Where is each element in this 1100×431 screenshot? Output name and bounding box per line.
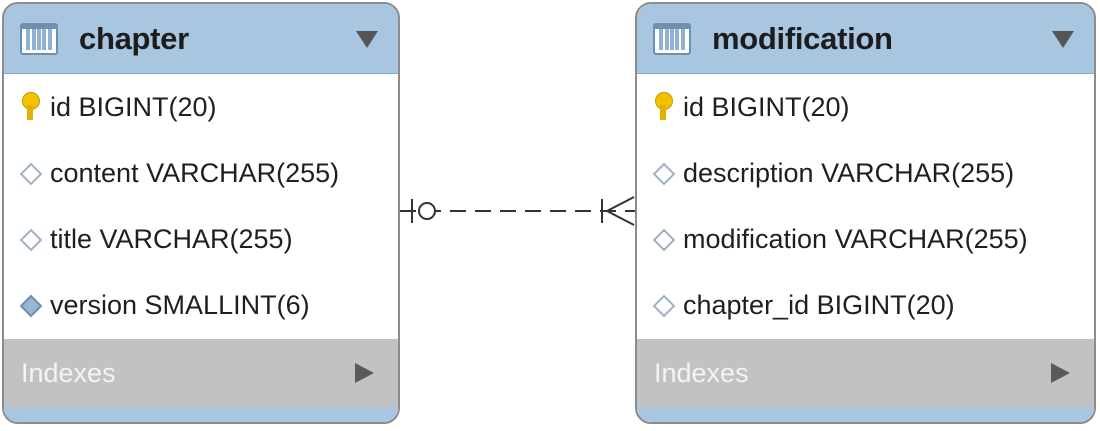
- expand-arrow-icon[interactable]: [1051, 363, 1070, 383]
- column-row[interactable]: chapter_id BIGINT(20): [637, 272, 1094, 338]
- column-label: chapter_id BIGINT(20): [683, 289, 955, 320]
- crows-foot-lower: [606, 210, 635, 226]
- column-label: title VARCHAR(255): [50, 223, 293, 254]
- column-row[interactable]: description VARCHAR(255): [637, 140, 1094, 206]
- table-footer: [4, 407, 398, 422]
- indexes-section[interactable]: Indexes: [637, 339, 1094, 407]
- table-icon: [20, 22, 58, 55]
- column-label: id BIGINT(20): [683, 91, 850, 122]
- column-row[interactable]: id BIGINT(20): [4, 74, 398, 140]
- table-title: modification: [712, 20, 893, 56]
- table-header[interactable]: chapter: [4, 4, 398, 74]
- table-title: chapter: [79, 20, 189, 56]
- column-label: id BIGINT(20): [50, 91, 217, 122]
- column-row[interactable]: title VARCHAR(255): [4, 206, 398, 272]
- cardinality-zero-circle: [418, 202, 436, 220]
- column-row[interactable]: id BIGINT(20): [637, 74, 1094, 140]
- column-row[interactable]: version SMALLINT(6): [4, 272, 398, 338]
- column-label: content VARCHAR(255): [50, 157, 340, 188]
- column-list: id BIGINT(20) content VARCHAR(255) title…: [4, 74, 398, 339]
- column-label: description VARCHAR(255): [683, 157, 1015, 188]
- column-row[interactable]: content VARCHAR(255): [4, 140, 398, 206]
- table-chapter[interactable]: chapter id BIGINT(20) content VARCHAR(25…: [2, 2, 400, 424]
- column-label: modification VARCHAR(255): [683, 223, 1028, 254]
- indexes-section[interactable]: Indexes: [4, 339, 398, 407]
- table-modification[interactable]: modification id BIGINT(20) description V…: [635, 2, 1096, 424]
- collapse-arrow-icon[interactable]: [356, 31, 378, 48]
- crows-foot-upper: [606, 196, 635, 212]
- table-footer: [637, 407, 1094, 422]
- column-label: version SMALLINT(6): [50, 289, 310, 320]
- primary-key-icon: [653, 92, 673, 122]
- collapse-arrow-icon[interactable]: [1052, 31, 1074, 48]
- indexes-label: Indexes: [21, 357, 116, 388]
- indexes-label: Indexes: [654, 357, 749, 388]
- column-list: id BIGINT(20) description VARCHAR(255) m…: [637, 74, 1094, 339]
- primary-key-icon: [20, 92, 40, 122]
- column-row[interactable]: modification VARCHAR(255): [637, 206, 1094, 272]
- expand-arrow-icon[interactable]: [355, 363, 374, 383]
- table-header[interactable]: modification: [637, 4, 1094, 74]
- table-icon: [653, 22, 691, 55]
